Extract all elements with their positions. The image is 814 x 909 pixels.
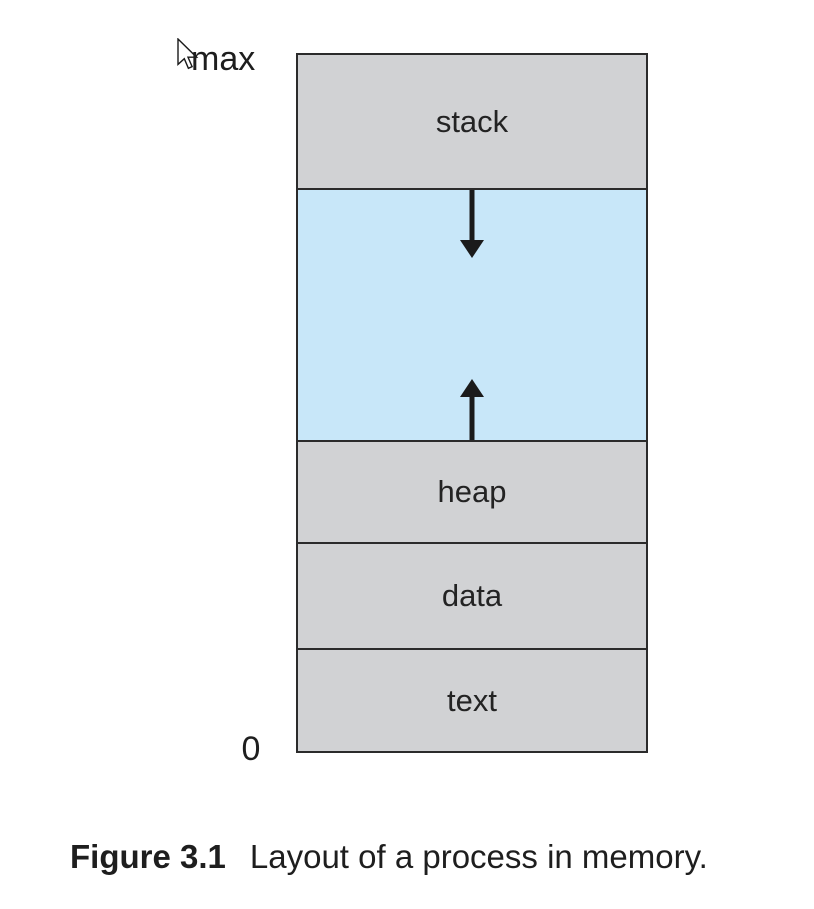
segment-stack: stack — [298, 55, 646, 188]
segment-text-label: text — [447, 682, 497, 718]
zero-address-label: 0 — [241, 730, 261, 768]
segment-data-label: data — [441, 578, 503, 613]
down-arrow-icon — [460, 190, 484, 258]
process-memory-box: stack heap data text — [296, 53, 648, 753]
mouse-cursor-icon — [177, 38, 199, 70]
figure-caption-number: Figure 3.1 — [70, 838, 226, 875]
segment-heap: heap — [298, 440, 646, 542]
up-arrow-icon — [460, 379, 484, 440]
segment-heap-label: heap — [437, 474, 507, 509]
growth-arrows — [460, 190, 484, 440]
figure-caption: Figure 3.1 Layout of a process in memory. — [70, 837, 708, 877]
max-address-label: max — [191, 40, 256, 78]
free-space-region — [298, 188, 646, 440]
figure-caption-text: Layout of a process in memory. — [249, 838, 708, 875]
segment-text: text — [298, 648, 646, 751]
segment-stack-label: stack — [435, 103, 509, 139]
segment-data: data — [298, 542, 646, 648]
